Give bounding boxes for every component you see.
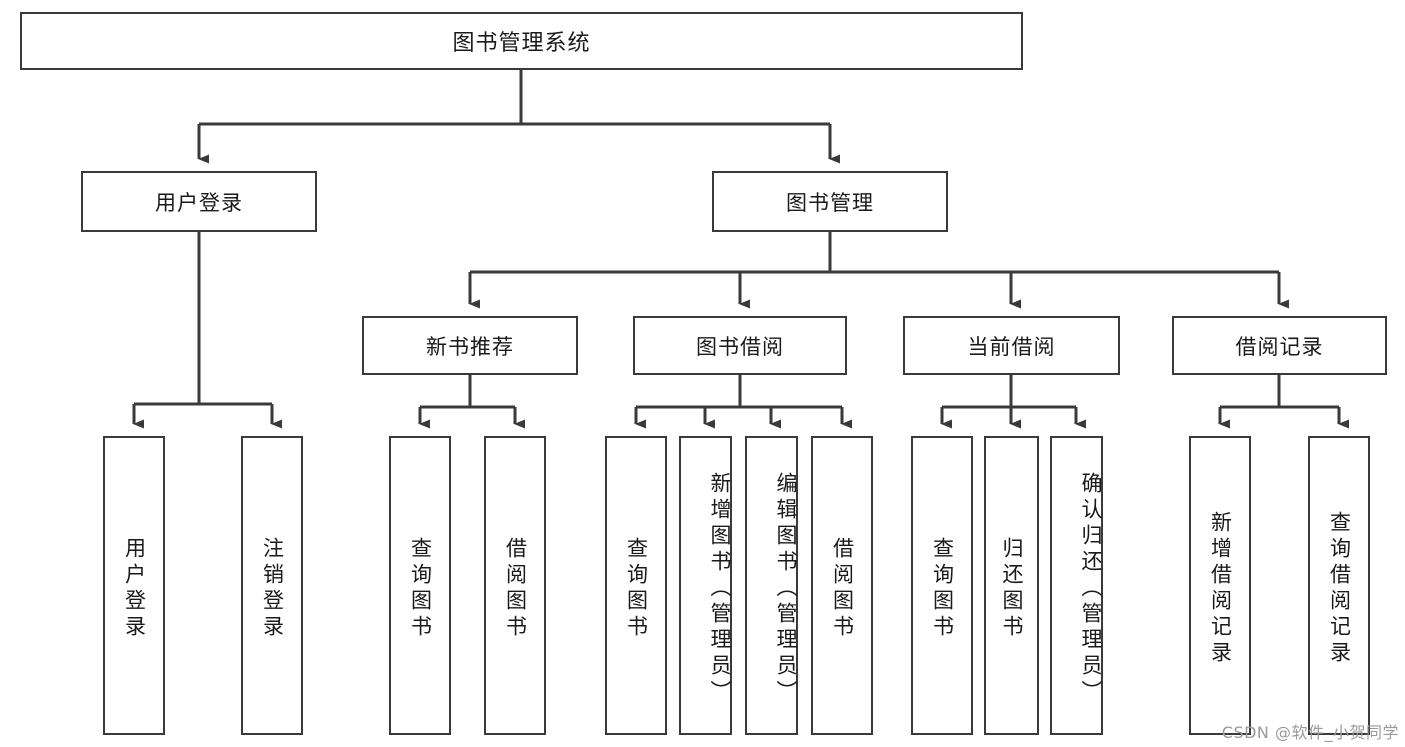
leaf-borrow-book[interactable]: 借阅图书 xyxy=(811,436,873,735)
leaf-return-book[interactable]: 归还图书 xyxy=(984,436,1039,735)
node-book-borrow[interactable]: 图书借阅 xyxy=(633,316,847,375)
leaf-query-book-recommend[interactable]: 查询图书 xyxy=(389,436,451,735)
node-root-system[interactable]: 图书管理系统 xyxy=(20,12,1023,70)
leaf-query-borrow-record[interactable]: 查询借阅记录 xyxy=(1308,436,1370,735)
leaf-user-login[interactable]: 用户登录 xyxy=(103,436,165,735)
leaf-logout-login[interactable]: 注销登录 xyxy=(241,436,303,735)
leaf-add-borrow-record[interactable]: 新增借阅记录 xyxy=(1189,436,1251,735)
leaf-edit-book-admin[interactable]: 编辑图书（管理员） xyxy=(745,436,798,735)
leaf-confirm-return-admin[interactable]: 确认归还（管理员） xyxy=(1050,436,1103,735)
leaf-add-book-admin[interactable]: 新增图书（管理员） xyxy=(679,436,732,735)
leaf-query-book-current[interactable]: 查询图书 xyxy=(911,436,973,735)
node-book-management[interactable]: 图书管理 xyxy=(712,171,948,232)
node-user-login[interactable]: 用户登录 xyxy=(81,171,317,232)
watermark-text: CSDN @软件_小贺同学 xyxy=(1221,723,1399,742)
node-new-book-recommend[interactable]: 新书推荐 xyxy=(362,316,578,375)
leaf-borrow-book-recommend[interactable]: 借阅图书 xyxy=(484,436,546,735)
node-borrow-record[interactable]: 借阅记录 xyxy=(1172,316,1387,375)
leaf-query-book-borrow[interactable]: 查询图书 xyxy=(605,436,667,735)
node-current-borrow[interactable]: 当前借阅 xyxy=(903,316,1120,375)
